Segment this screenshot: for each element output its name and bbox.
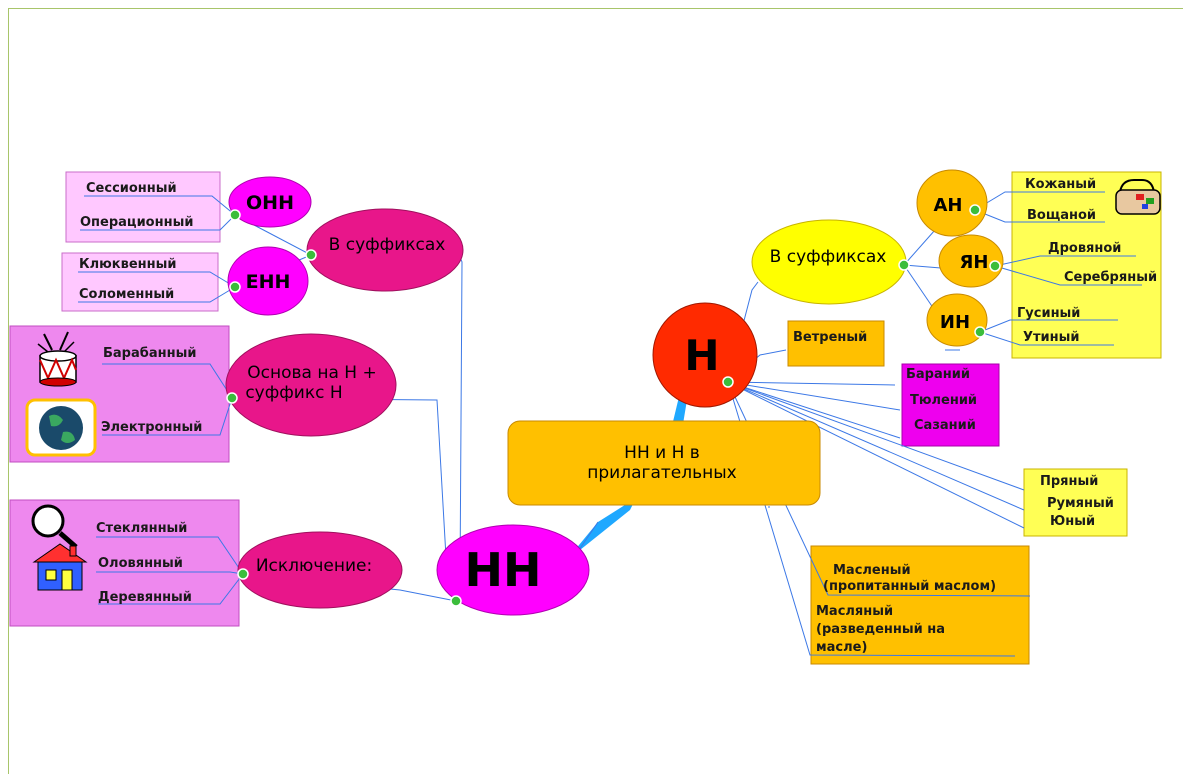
isklyuchenie-word-3: Деревянный (98, 590, 192, 605)
enn-node[interactable] (227, 246, 309, 316)
n-label: Н (684, 331, 719, 380)
iy-words-box (901, 363, 1000, 447)
vetreny-word: Ветреный (793, 330, 867, 345)
isklyuchenie-node[interactable] (237, 531, 403, 609)
iy-word-1: Бараний (906, 367, 970, 382)
in-node[interactable] (926, 293, 988, 347)
link-dots (226, 204, 1001, 607)
onn-word-1: Сессионный (86, 181, 177, 196)
maslo-word-2-line2: (разведенный на (816, 622, 945, 637)
nn-suffix-node[interactable] (306, 208, 464, 292)
osnova-label-line1: Основа на Н + (247, 363, 376, 383)
an-label: АН (934, 195, 963, 216)
canvas-frame (8, 8, 1183, 774)
onn-label: ОНН (246, 192, 294, 214)
maslo-word-2-line3: масле) (816, 640, 867, 655)
yan-word-1: Дровяной (1048, 241, 1121, 256)
enn-label: ЕНН (246, 271, 291, 293)
maslo-box (810, 545, 1030, 665)
suitcase-icon (1115, 179, 1161, 215)
maslo-word-1-line1: Масленый (833, 563, 911, 578)
onn-word-2: Операционный (80, 215, 193, 230)
isklyuchenie-word-1: Стеклянный (96, 521, 187, 536)
enn-word-1: Клюквенный (79, 257, 176, 272)
nn-label: НН (465, 543, 542, 597)
house-icon (32, 543, 88, 591)
osnova-label-line2: суффикс Н (245, 383, 342, 403)
other-word-1: Пряный (1040, 474, 1098, 489)
yan-label: ЯН (960, 252, 989, 273)
onn-node[interactable] (228, 176, 312, 228)
enn-word-2: Соломенный (79, 287, 174, 302)
other-word-3: Юный (1050, 514, 1095, 529)
osnova-word-2: Электронный (101, 420, 202, 435)
in-word-1: Гусиный (1017, 306, 1080, 321)
center-title-line1: НН и Н в (624, 443, 700, 463)
center-title-line2: прилагательных (587, 463, 736, 483)
magnifier-icon (31, 504, 78, 549)
yan-node[interactable] (938, 234, 1004, 288)
center-topic-box[interactable] (507, 420, 821, 506)
iy-word-2: Тюлений (910, 393, 977, 408)
isklyuchenie-word-2: Оловянный (98, 556, 183, 571)
nn-node[interactable] (436, 524, 590, 616)
n-suffix-label: В суффиксах (770, 247, 887, 267)
other-word-2: Румяный (1047, 496, 1114, 511)
center-to-nn-link (565, 498, 636, 562)
maslo-word-2-line1: Масляный (816, 604, 893, 619)
an-word-1: Кожаный (1025, 177, 1096, 192)
an-node[interactable] (916, 169, 988, 237)
other-words-box (1023, 468, 1128, 537)
nn-suffix-label: В суффиксах (329, 235, 446, 255)
osnova-word-1: Барабанный (103, 346, 196, 361)
isklyuchenie-label: Исключение: (256, 556, 372, 576)
iy-word-3: Сазаний (914, 418, 976, 433)
yan-word-2: Серебряный (1064, 270, 1157, 285)
drum-icon (37, 331, 77, 387)
in-label: ИН (940, 312, 970, 333)
in-word-2: Утиный (1023, 330, 1080, 345)
osnova-node[interactable] (225, 333, 397, 437)
enn-words-box (61, 252, 219, 312)
an-word-2: Вощаной (1027, 208, 1096, 223)
maslo-word-1-line2: (пропитанный маслом) (823, 579, 996, 594)
vetreny-box (787, 320, 885, 367)
globe-icon (25, 398, 97, 457)
